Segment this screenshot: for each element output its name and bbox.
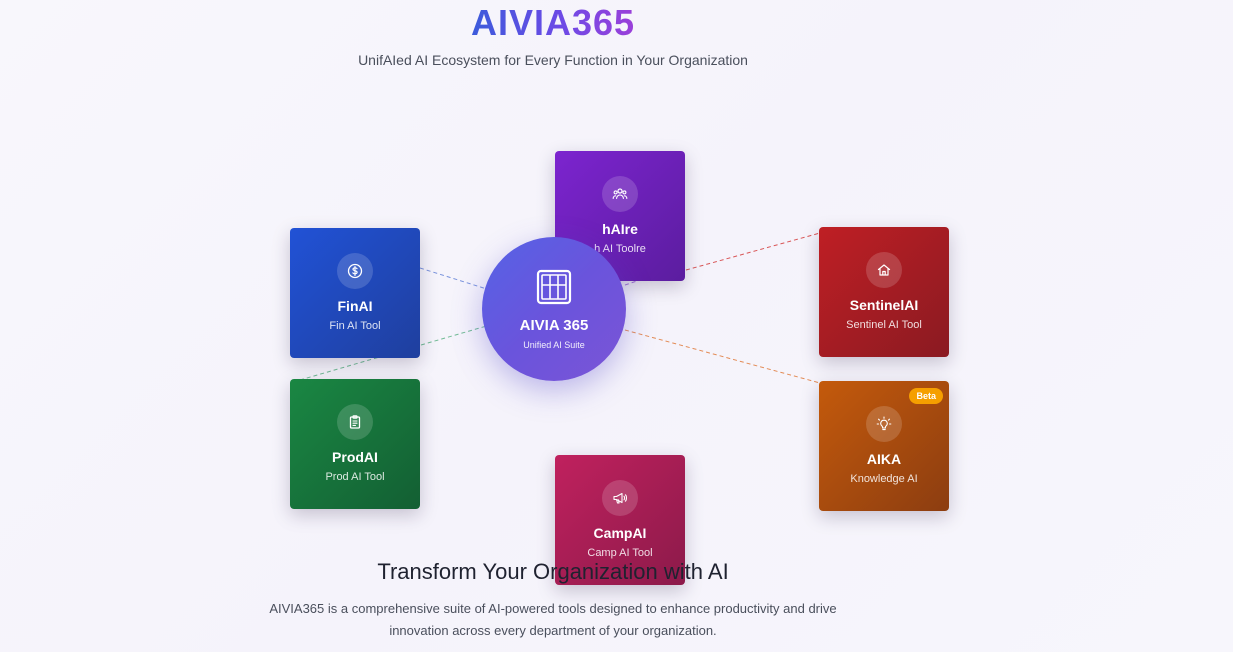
module-subtitle: Knowledge AI bbox=[850, 473, 918, 485]
hub-title: AIVIA 365 bbox=[519, 317, 589, 334]
module-subtitle: Sentinel AI Tool bbox=[846, 319, 922, 331]
module-card-aika[interactable]: Beta AIKA Knowledge AI bbox=[819, 381, 949, 511]
connector-haire bbox=[624, 279, 641, 286]
home-icon bbox=[866, 252, 902, 288]
megaphone-icon bbox=[602, 480, 638, 516]
module-name: ProdAI bbox=[332, 449, 378, 465]
connector-aika bbox=[624, 329, 821, 384]
module-card-prodai[interactable]: ProdAI Prod AI Tool bbox=[290, 379, 420, 509]
module-card-campai[interactable]: CampAI Camp AI Tool bbox=[555, 455, 685, 585]
intro-headline: Transform Your Organization with AI bbox=[377, 559, 729, 584]
intro-description: AIVIA365 is a comprehensive suite of AI-… bbox=[269, 601, 837, 638]
module-name: CampAI bbox=[593, 525, 647, 541]
aivia-hub[interactable]: AIVIA 365 Unified AI Suite bbox=[482, 237, 626, 381]
module-subtitle: h AI Toolre bbox=[594, 243, 646, 255]
dollar-icon bbox=[337, 253, 373, 289]
brand-tagline: UnifAIed AI Ecosystem for Every Function… bbox=[358, 52, 748, 68]
clipboard-icon bbox=[337, 404, 373, 440]
module-subtitle: Camp AI Tool bbox=[587, 547, 653, 559]
connector-sentinelai bbox=[685, 232, 821, 271]
module-name: hAIre bbox=[602, 221, 638, 237]
module-card-sentinelai[interactable]: SentinelAI Sentinel AI Tool bbox=[819, 227, 949, 357]
connector-finai bbox=[419, 267, 491, 291]
module-name: FinAI bbox=[337, 298, 373, 314]
grid-app-icon bbox=[536, 269, 572, 305]
module-subtitle: Prod AI Tool bbox=[325, 471, 385, 483]
module-card-finai[interactable]: FinAI Fin AI Tool bbox=[290, 228, 420, 358]
module-subtitle: Fin AI Tool bbox=[329, 320, 381, 332]
beta-badge: Beta bbox=[909, 388, 943, 404]
brand-title: AIVIA365 bbox=[470, 2, 636, 43]
team-icon bbox=[602, 176, 638, 212]
hub-subtitle: Unified AI Suite bbox=[523, 340, 585, 350]
lightbulb-icon bbox=[866, 406, 902, 442]
module-name: AIKA bbox=[866, 451, 902, 467]
module-name: SentinelAI bbox=[849, 297, 919, 313]
